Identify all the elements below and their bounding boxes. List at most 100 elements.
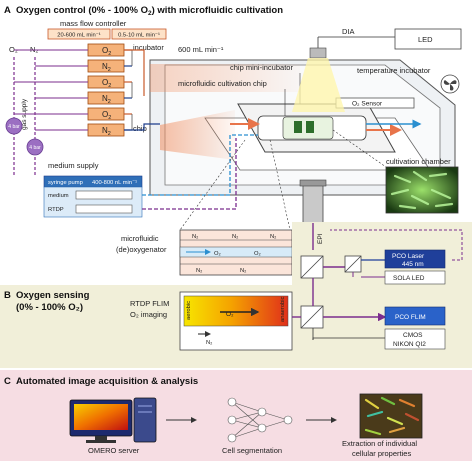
condenser xyxy=(309,47,327,59)
incubator-airflow-chip xyxy=(160,110,235,160)
objective xyxy=(302,184,324,224)
chip-label: chip xyxy=(133,124,147,133)
led-label: LED xyxy=(418,35,433,44)
segmentation-label: Cell segmentation xyxy=(222,446,282,455)
omero-server-icon xyxy=(69,397,157,443)
mfc-title: mass flow controller xyxy=(60,19,127,28)
pressure-o2-label: 4 bar xyxy=(8,124,20,130)
mfc-range1-box xyxy=(47,28,111,40)
objective-top xyxy=(299,179,327,187)
deoxy-zoom-right xyxy=(269,139,291,231)
mfc-label-1: O2 xyxy=(102,46,111,57)
flow-rate-label: 600 mL min⁻¹ xyxy=(178,45,224,54)
cultivation-chamber-image xyxy=(385,166,459,214)
omero-label: OMERO server xyxy=(88,446,140,455)
chamber-zoom-line xyxy=(332,129,387,168)
cmos-label: CMOS xyxy=(403,332,423,339)
mfc-label-5: O2 xyxy=(102,110,111,121)
cmos-box xyxy=(384,328,446,350)
flim-label-1: RTDP FLIM xyxy=(130,299,169,308)
section-b-title: Oxygen sensing xyxy=(16,290,90,301)
deoxy-n2-1: N₂ xyxy=(192,234,198,240)
chamber-right xyxy=(306,121,314,133)
rtdp-line xyxy=(142,138,237,210)
laser-feedback-line xyxy=(330,229,463,261)
cultivation-chamber-label: cultivation chamber xyxy=(386,157,451,166)
syringe-medium xyxy=(75,190,133,200)
mfc-range2: 0.5-10 mL min⁻¹ xyxy=(118,33,160,39)
anaerobic-label: anaerobic xyxy=(280,296,286,322)
dichroic-2-mirror xyxy=(300,305,324,329)
o2-sensor-label: O₂ Sensor xyxy=(352,101,383,108)
segmented-cells xyxy=(364,396,420,436)
dichroic-1-mirror xyxy=(300,255,324,279)
section-c-letter: C xyxy=(4,376,11,387)
extraction-label-1: Extraction of individual xyxy=(342,439,417,448)
dia-label: DIA xyxy=(342,27,355,36)
syringe-medium-label: medium xyxy=(48,193,69,199)
deoxy-zoom-left xyxy=(179,139,246,231)
mfc-range2-box xyxy=(111,28,167,40)
deoxy-o2-2: O₂ xyxy=(254,251,261,257)
aerobic-label: aerobic xyxy=(186,301,192,320)
chip-mini-incubator-label: chip mini-incubator xyxy=(230,63,293,72)
pco-flim-box xyxy=(384,306,446,326)
incubator-airflow-top xyxy=(150,64,300,92)
deoxy-n2-3: N₂ xyxy=(270,234,276,240)
medium-supply-label: medium supply xyxy=(48,161,99,170)
mfc-range1: 20-600 mL min⁻¹ xyxy=(57,33,101,39)
flim-gradient xyxy=(183,295,289,327)
section-b: B Oxygen sensing (0% - 100% O₂) RTDP FLI… xyxy=(0,222,472,368)
pco-laser-box xyxy=(384,249,446,269)
deoxy-o2-1: O₂ xyxy=(214,251,221,257)
flim-label-2: O₂ imaging xyxy=(130,310,167,319)
chamber-left xyxy=(294,121,302,133)
syringe-rtdp-label: RTDP xyxy=(48,207,64,213)
mfc-label-3: O2 xyxy=(102,78,111,89)
section-c: C Automated image acquisition & analysis… xyxy=(0,370,472,461)
epi-label: EPI xyxy=(317,233,324,244)
deoxy-label-1: microfluidic xyxy=(121,234,159,243)
section-b-letter: B xyxy=(4,290,11,301)
flim-n2-label: N₂ xyxy=(206,340,212,346)
flim-o2-label: O₂ xyxy=(226,311,234,318)
section-a-title: Oxygen control (0% - 100% O2) with micro… xyxy=(16,5,283,17)
neural-network-icon xyxy=(227,397,293,443)
syringe-rtdp xyxy=(75,204,133,214)
pressure-n2-label: 4 bar xyxy=(29,145,41,151)
micro-chip-label: microfluidic cultivation chip xyxy=(178,79,267,88)
section-c-title: Automated image acquisition & analysis xyxy=(16,376,198,387)
incubator-gas-line xyxy=(124,49,145,96)
temperature-incubator-label: temperature incubator xyxy=(357,66,431,75)
pco-laser-wavelength: 445 nm xyxy=(402,261,424,268)
nikon-label: NIKON QI2 xyxy=(393,341,426,348)
mfc-label-4: N2 xyxy=(102,94,111,105)
gas-o2-label: O₂ xyxy=(9,45,18,54)
deoxy-n2-5: N₂ xyxy=(240,268,246,274)
sola-led-box xyxy=(384,270,446,285)
pco-laser-label: PCO Laser xyxy=(392,253,425,260)
pco-flim-label: PCO FLIM xyxy=(395,314,426,321)
mfc-label-2: N2 xyxy=(102,62,111,73)
laser-combiner-mirror xyxy=(344,255,362,273)
section-b-subtitle: (0% - 100% O₂) xyxy=(16,302,83,313)
syringe-pump-label: syringe pump xyxy=(48,180,83,186)
sola-led-label: SOLA LED xyxy=(393,275,425,282)
deoxygenator: microfluidic (de)oxygenator N₂ N₂ N₂ O₂ … xyxy=(116,139,293,276)
chip-gas-line xyxy=(124,123,160,131)
cmos-path xyxy=(312,337,385,340)
pressure-regulator-n2 xyxy=(26,138,44,156)
syringe-range-label: 400-800 nL min⁻¹ xyxy=(92,180,137,186)
fan-icon xyxy=(440,74,460,94)
deoxy-n2-4: N₂ xyxy=(196,268,202,274)
extraction-label-2: cellular properties xyxy=(352,449,411,458)
mfc-label-6: N2 xyxy=(102,126,111,137)
medium-line xyxy=(142,134,258,196)
incubator-label: incubator xyxy=(133,43,164,52)
pressure-regulator-o2 xyxy=(5,117,23,135)
transmitted-light-cone xyxy=(292,58,345,112)
deoxy-n2-2: N₂ xyxy=(232,234,238,240)
deoxy-label-2: (de)oxygenator xyxy=(116,245,167,254)
